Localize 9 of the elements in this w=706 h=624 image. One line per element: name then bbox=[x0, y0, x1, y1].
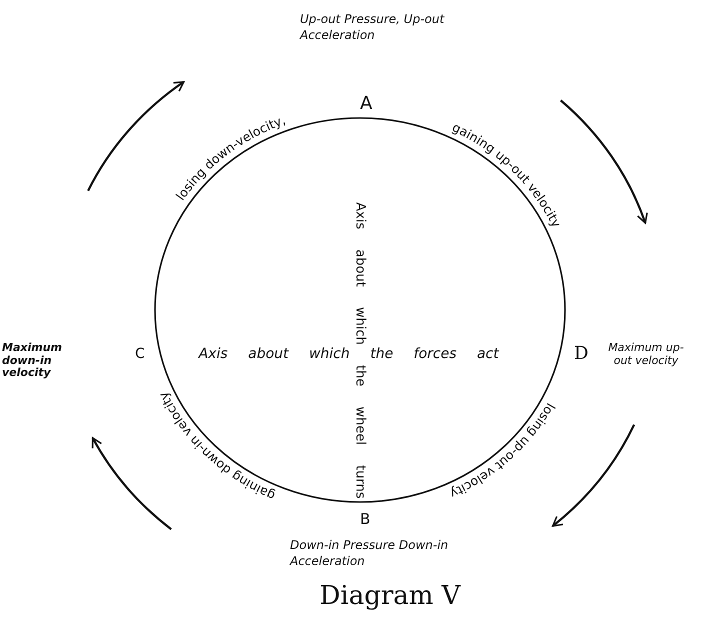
annotation-text: Down-in Pressure Down-in Acceleration bbox=[290, 538, 450, 570]
point-letter: B bbox=[360, 510, 372, 530]
point-letter: D bbox=[574, 342, 590, 366]
annotation-text: Maximum up-out velocity bbox=[607, 342, 685, 368]
annotation-text: Up-out Pressure, Up-out Acceleration bbox=[300, 12, 446, 44]
point-letter: A bbox=[360, 92, 374, 116]
caption: Diagram V bbox=[318, 580, 462, 613]
point-letter: C bbox=[135, 345, 146, 364]
annotation-text: Maximum down-in velocity bbox=[2, 342, 63, 380]
